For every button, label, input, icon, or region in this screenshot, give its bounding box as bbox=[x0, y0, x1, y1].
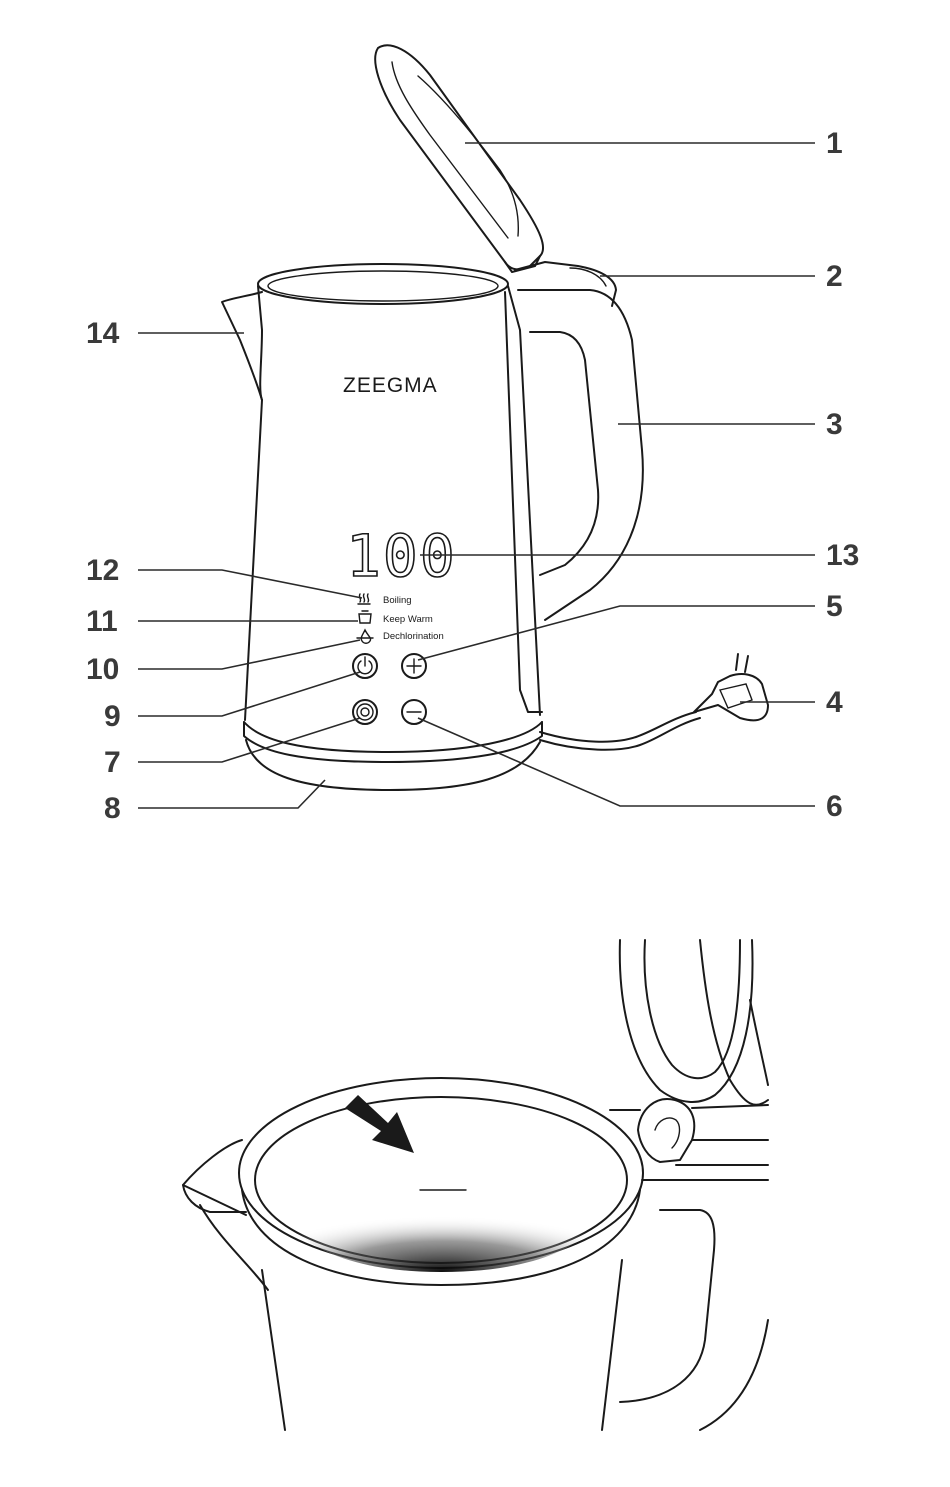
arrow-icon bbox=[345, 1095, 414, 1153]
callout-11: 11 bbox=[86, 605, 118, 638]
callout-leaders bbox=[138, 143, 815, 808]
callout-9: 9 bbox=[104, 700, 121, 733]
callout-13: 13 bbox=[826, 539, 859, 572]
callout-8: 8 bbox=[104, 792, 121, 825]
callout-4: 4 bbox=[826, 686, 843, 719]
callout-7: 7 bbox=[104, 746, 121, 779]
function-button[interactable] bbox=[353, 700, 377, 724]
temperature-display: 100 bbox=[346, 522, 457, 590]
handle bbox=[518, 290, 643, 620]
keep-warm-label: Keep Warm bbox=[383, 614, 433, 625]
lid bbox=[375, 45, 543, 272]
callout-12: 12 bbox=[86, 554, 119, 587]
boiling-label: Boiling bbox=[383, 595, 412, 606]
power-icon bbox=[358, 657, 372, 674]
plug-icon bbox=[694, 674, 768, 720]
brand-logo: ZEEGMA bbox=[343, 374, 438, 397]
boiling-indicator: Boiling bbox=[358, 594, 412, 606]
callout-14: 14 bbox=[86, 317, 120, 350]
power-button[interactable] bbox=[353, 654, 377, 678]
callout-10: 10 bbox=[86, 653, 119, 686]
kettle-figure-1: ZEEGMA 100 Boiling Keep Warm Dechlorinat… bbox=[86, 45, 859, 825]
spout bbox=[222, 292, 262, 400]
callout-6: 6 bbox=[826, 790, 843, 823]
keep-warm-indicator: Keep Warm bbox=[359, 611, 433, 625]
callout-5: 5 bbox=[826, 590, 843, 623]
plus-button[interactable] bbox=[402, 654, 426, 678]
kettle-figure-2 bbox=[183, 940, 768, 1430]
lid-release-button bbox=[515, 262, 616, 306]
callout-1: 1 bbox=[826, 127, 843, 160]
plus-icon bbox=[407, 659, 421, 673]
callout-2: 2 bbox=[826, 260, 843, 293]
callout-3: 3 bbox=[826, 408, 843, 441]
power-base bbox=[244, 722, 542, 752]
kettle-interior bbox=[296, 1192, 590, 1272]
dechlorination-label: Dechlorination bbox=[383, 631, 444, 642]
dechlorination-indicator: Dechlorination bbox=[357, 630, 444, 643]
power-cord bbox=[540, 654, 768, 750]
